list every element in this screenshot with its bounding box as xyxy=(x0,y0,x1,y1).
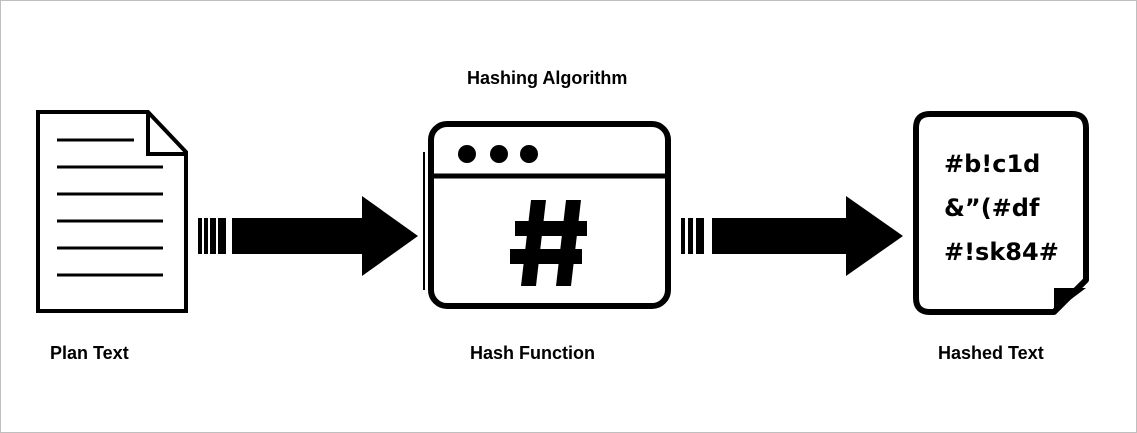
document-icon xyxy=(36,110,188,313)
hashed-document-icon: #b!c1d &”(#df #!sk84# xyxy=(913,111,1089,315)
hashed-line-1: #b!c1d xyxy=(944,150,1040,178)
right-arrow-icon xyxy=(198,196,418,276)
plain-text-label: Plan Text xyxy=(50,343,129,363)
hashed-line-2: &”(#df xyxy=(944,194,1040,222)
browser-window-hash-icon xyxy=(423,121,671,309)
hashed-text-label: Hashed Text xyxy=(938,343,1044,363)
right-arrow-icon xyxy=(681,196,903,276)
hash-symbol-icon xyxy=(510,200,587,286)
diagram-title: Hashing Algorithm xyxy=(467,68,628,88)
hash-function-label: Hash Function xyxy=(470,343,595,363)
hashed-line-3: #!sk84# xyxy=(944,238,1059,266)
